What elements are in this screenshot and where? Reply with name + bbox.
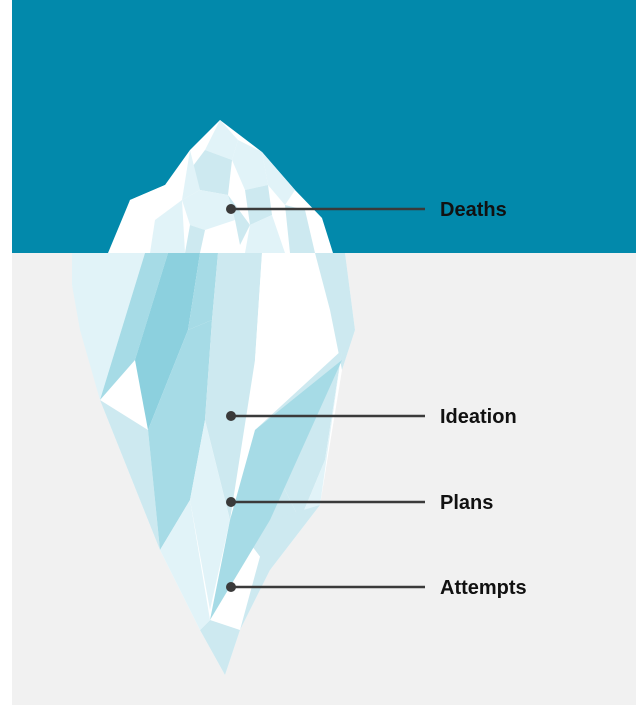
iceberg-tip <box>108 120 333 253</box>
label-plans: Plans <box>226 492 493 514</box>
sky-band <box>12 0 636 253</box>
leader-dot <box>226 411 236 421</box>
label-ideation: Ideation <box>226 406 517 428</box>
leader-dot <box>226 497 236 507</box>
iceberg-body <box>72 253 355 675</box>
label-text: Plans <box>440 492 493 514</box>
label-deaths: Deaths <box>226 199 507 221</box>
label-text: Deaths <box>440 199 507 221</box>
label-attempts: Attempts <box>226 577 527 599</box>
label-text: Ideation <box>440 406 517 428</box>
leader-dot <box>226 204 236 214</box>
leader-dot <box>226 582 236 592</box>
label-text: Attempts <box>440 577 527 599</box>
